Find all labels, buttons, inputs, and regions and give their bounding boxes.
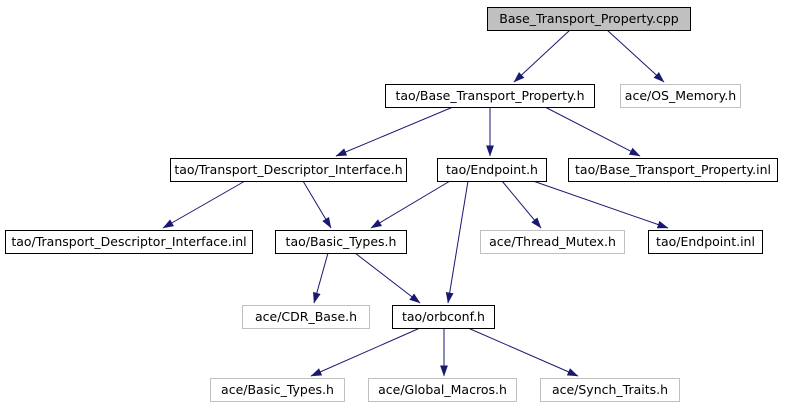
node-tao_orbconf_h[interactable]: tao/orbconf.h: [392, 305, 495, 329]
edge-tao_transport_descriptor_interface_h-to-tao_basic_types_h: [302, 180, 332, 229]
edge-tao_base_transport_property_h-to-tao_base_transport_property_inl: [544, 106, 641, 157]
node-label: tao/Base_Transport_Property.h: [395, 87, 585, 103]
edge-tao_orbconf_h-to-ace_synch_traits_h: [467, 327, 579, 377]
node-ace_global_macros_h[interactable]: ace/Global_Macros.h: [368, 378, 517, 402]
edge-tao_endpoint_h-to-tao_basic_types_h: [370, 180, 451, 229]
node-ace_cdr_base_h[interactable]: ace/CDR_Base.h: [242, 305, 370, 329]
edge-tao_base_transport_property_h-to-tao_transport_descriptor_interface_h: [335, 106, 454, 157]
node-label: tao/orbconf.h: [402, 308, 485, 324]
node-label: tao/Basic_Types.h: [285, 233, 397, 249]
edge-tao_basic_types_h-to-ace_cdr_base_h: [313, 252, 329, 304]
node-label: tao/Endpoint.h: [446, 161, 538, 177]
node-ace_basic_types_h[interactable]: ace/Basic_Types.h: [210, 378, 345, 402]
node-tao_base_transport_property_inl[interactable]: tao/Base_Transport_Property.inl: [568, 158, 778, 182]
edge-tao_endpoint_h-to-ace_thread_mutex_h: [501, 180, 542, 229]
edge-base_transport_property_cpp-to-ace_os_memory_h: [606, 29, 665, 83]
node-tao_endpoint_h[interactable]: tao/Endpoint.h: [437, 158, 547, 182]
node-label: ace/Global_Macros.h: [378, 381, 507, 397]
node-label: tao/Transport_Descriptor_Interface.h: [174, 161, 403, 177]
node-label: ace/Basic_Types.h: [221, 381, 334, 397]
edge-tao_endpoint_h-to-tao_endpoint_inl: [532, 180, 669, 229]
node-label: tao/Base_Transport_Property.inl: [575, 161, 771, 177]
node-tao_transport_descriptor_interface_inl[interactable]: tao/Transport_Descriptor_Interface.inl: [5, 230, 253, 254]
node-ace_os_memory_h[interactable]: ace/OS_Memory.h: [620, 84, 741, 108]
node-label: ace/OS_Memory.h: [624, 87, 737, 103]
node-label: tao/Endpoint.inl: [656, 233, 755, 249]
node-tao_basic_types_h[interactable]: tao/Basic_Types.h: [275, 230, 407, 254]
node-label: tao/Transport_Descriptor_Interface.inl: [11, 233, 247, 249]
node-label: ace/CDR_Base.h: [254, 308, 358, 324]
node-base_transport_property_cpp: Base_Transport_Property.cpp: [487, 7, 691, 31]
node-label: ace/Synch_Traits.h: [551, 381, 669, 397]
edge-base_transport_property_cpp-to-tao_base_transport_property_h: [513, 29, 571, 83]
edge-tao_endpoint_h-to-tao_orbconf_h: [445, 180, 469, 304]
node-tao_transport_descriptor_interface_h[interactable]: tao/Transport_Descriptor_Interface.h: [170, 158, 407, 182]
node-label: ace/Thread_Mutex.h: [489, 233, 616, 249]
edge-tao_basic_types_h-to-tao_orbconf_h: [354, 252, 421, 304]
node-ace_synch_traits_h[interactable]: ace/Synch_Traits.h: [540, 378, 680, 402]
node-tao_endpoint_inl[interactable]: tao/Endpoint.inl: [648, 230, 763, 254]
node-tao_base_transport_property_h[interactable]: tao/Base_Transport_Property.h: [385, 84, 595, 108]
edge-tao_transport_descriptor_interface_h-to-tao_transport_descriptor_interface_inl: [162, 180, 246, 229]
node-ace_thread_mutex_h[interactable]: ace/Thread_Mutex.h: [480, 230, 625, 254]
edge-tao_orbconf_h-to-ace_basic_types_h: [310, 327, 421, 377]
node-label: Base_Transport_Property.cpp: [499, 10, 679, 26]
